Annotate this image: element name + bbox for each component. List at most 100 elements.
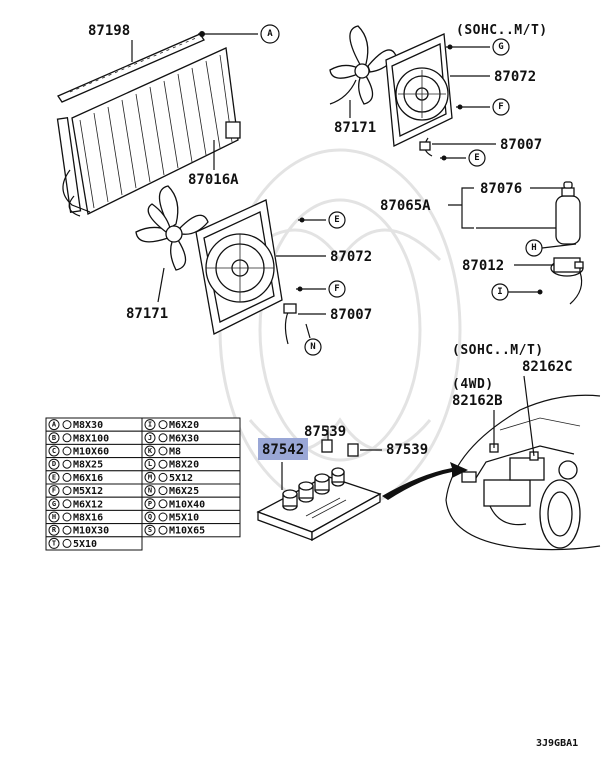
fastener-code-icon bbox=[144, 498, 156, 510]
label-87171-mid: 87171 bbox=[126, 306, 168, 322]
fastener-size: M10X40 bbox=[169, 499, 205, 510]
svg-text:E: E bbox=[334, 215, 339, 225]
label-87007-mid: 87007 bbox=[330, 307, 372, 323]
callout-e-mid: E bbox=[328, 211, 346, 229]
label-87076: 87076 bbox=[480, 181, 522, 197]
fastener-code: H bbox=[52, 513, 56, 521]
fastener-code-icon bbox=[48, 524, 60, 536]
label-87539-top: 87539 bbox=[304, 424, 346, 440]
callout-f-top: F bbox=[492, 98, 510, 116]
fastener-size: M8X25 bbox=[73, 460, 103, 471]
fastener-code-icon bbox=[48, 419, 60, 431]
fastener-code: Q bbox=[148, 513, 152, 521]
bolt-head-icon bbox=[158, 420, 168, 430]
label-87542: 87542 bbox=[262, 442, 304, 458]
label-87198: 87198 bbox=[88, 23, 130, 39]
bolt-i-icon bbox=[537, 289, 543, 295]
fastener-code: F bbox=[52, 487, 56, 495]
fastener-code: E bbox=[52, 473, 56, 481]
fastener-code: R bbox=[52, 526, 57, 534]
svg-text:E: E bbox=[474, 153, 479, 163]
fastener-code-icon bbox=[48, 458, 60, 470]
fastener-size: M8X20 bbox=[169, 460, 199, 471]
label-87072-top: 87072 bbox=[494, 69, 536, 85]
callout-e-top: E bbox=[468, 149, 486, 167]
fastener-code-icon bbox=[144, 432, 156, 444]
bolt-head-icon bbox=[158, 459, 168, 469]
bolt-head-icon bbox=[62, 486, 72, 496]
callout-a: A bbox=[260, 24, 280, 44]
svg-text:G: G bbox=[498, 42, 503, 52]
callout-g: G bbox=[492, 38, 510, 56]
bolt-a-icon bbox=[199, 31, 205, 37]
bolt-head-icon bbox=[62, 420, 72, 430]
label-87171-top: 87171 bbox=[334, 120, 376, 136]
fastener-code-icon bbox=[144, 511, 156, 523]
leader-callout-n bbox=[305, 323, 311, 339]
fastener-code: J bbox=[148, 434, 152, 442]
middle-fan-assembly bbox=[135, 185, 297, 345]
leader-87171-mid bbox=[157, 267, 165, 303]
callout-h: H bbox=[525, 239, 543, 257]
label-87007-top: 87007 bbox=[500, 137, 542, 153]
svg-text:F: F bbox=[334, 284, 339, 294]
fastener-size: M8 bbox=[169, 447, 181, 458]
label-82162c: 82162C bbox=[522, 359, 573, 375]
condenser-fins bbox=[79, 54, 233, 209]
table-cell-left: E M6X16 bbox=[45, 470, 143, 485]
note-4wd: (4WD) bbox=[452, 377, 494, 392]
fastener-code-icon bbox=[144, 485, 156, 497]
relay-box-assembly bbox=[256, 439, 382, 542]
bolt-f-mid-icon bbox=[297, 286, 303, 292]
leader-callout-h bbox=[541, 243, 577, 249]
bolt-head-icon bbox=[158, 499, 168, 509]
bolt-head-icon bbox=[62, 512, 72, 522]
fastener-code: D bbox=[52, 460, 56, 468]
fastener-size: M6X20 bbox=[169, 420, 199, 431]
label-87539-right: 87539 bbox=[386, 442, 428, 458]
svg-text:F: F bbox=[498, 102, 503, 112]
bolt-head-icon bbox=[62, 446, 72, 456]
bolt-f-top-icon bbox=[457, 104, 463, 110]
bolt-e-top-icon bbox=[441, 155, 447, 161]
fastener-code: L bbox=[148, 460, 152, 468]
bolt-head-icon bbox=[62, 525, 72, 535]
fastener-size: 5X10 bbox=[73, 539, 97, 550]
fastener-code: I bbox=[148, 421, 152, 429]
fastener-size: M10X60 bbox=[73, 447, 109, 458]
fastener-size: 5X12 bbox=[169, 473, 193, 484]
bolt-head-icon bbox=[158, 433, 168, 443]
fastener-code-icon bbox=[48, 432, 60, 444]
callout-n: N bbox=[304, 338, 322, 356]
table-cell-left: T 5X10 bbox=[45, 536, 143, 551]
svg-text:N: N bbox=[310, 342, 315, 352]
bolt-head-icon bbox=[158, 446, 168, 456]
svg-text:I: I bbox=[497, 287, 502, 297]
leader-82162c bbox=[523, 375, 535, 457]
engine-bay-sketch bbox=[445, 394, 601, 551]
fastener-code: S bbox=[148, 526, 152, 534]
fastener-size: M8X100 bbox=[73, 433, 109, 444]
fastener-code-icon bbox=[48, 498, 60, 510]
svg-text:A: A bbox=[267, 29, 273, 39]
fastener-size: M5X12 bbox=[73, 486, 103, 497]
fastener-code: N bbox=[148, 487, 152, 495]
fastener-code: A bbox=[52, 421, 57, 429]
bolt-head-icon bbox=[62, 459, 72, 469]
fastener-code: C bbox=[52, 447, 56, 455]
top-fan-assembly bbox=[329, 25, 453, 157]
relay-sockets bbox=[282, 467, 345, 511]
fastener-size: M8X16 bbox=[73, 513, 103, 524]
fastener-size: M6X16 bbox=[73, 473, 103, 484]
fastener-size: M10X65 bbox=[169, 526, 205, 537]
fastener-code: T bbox=[52, 539, 56, 547]
